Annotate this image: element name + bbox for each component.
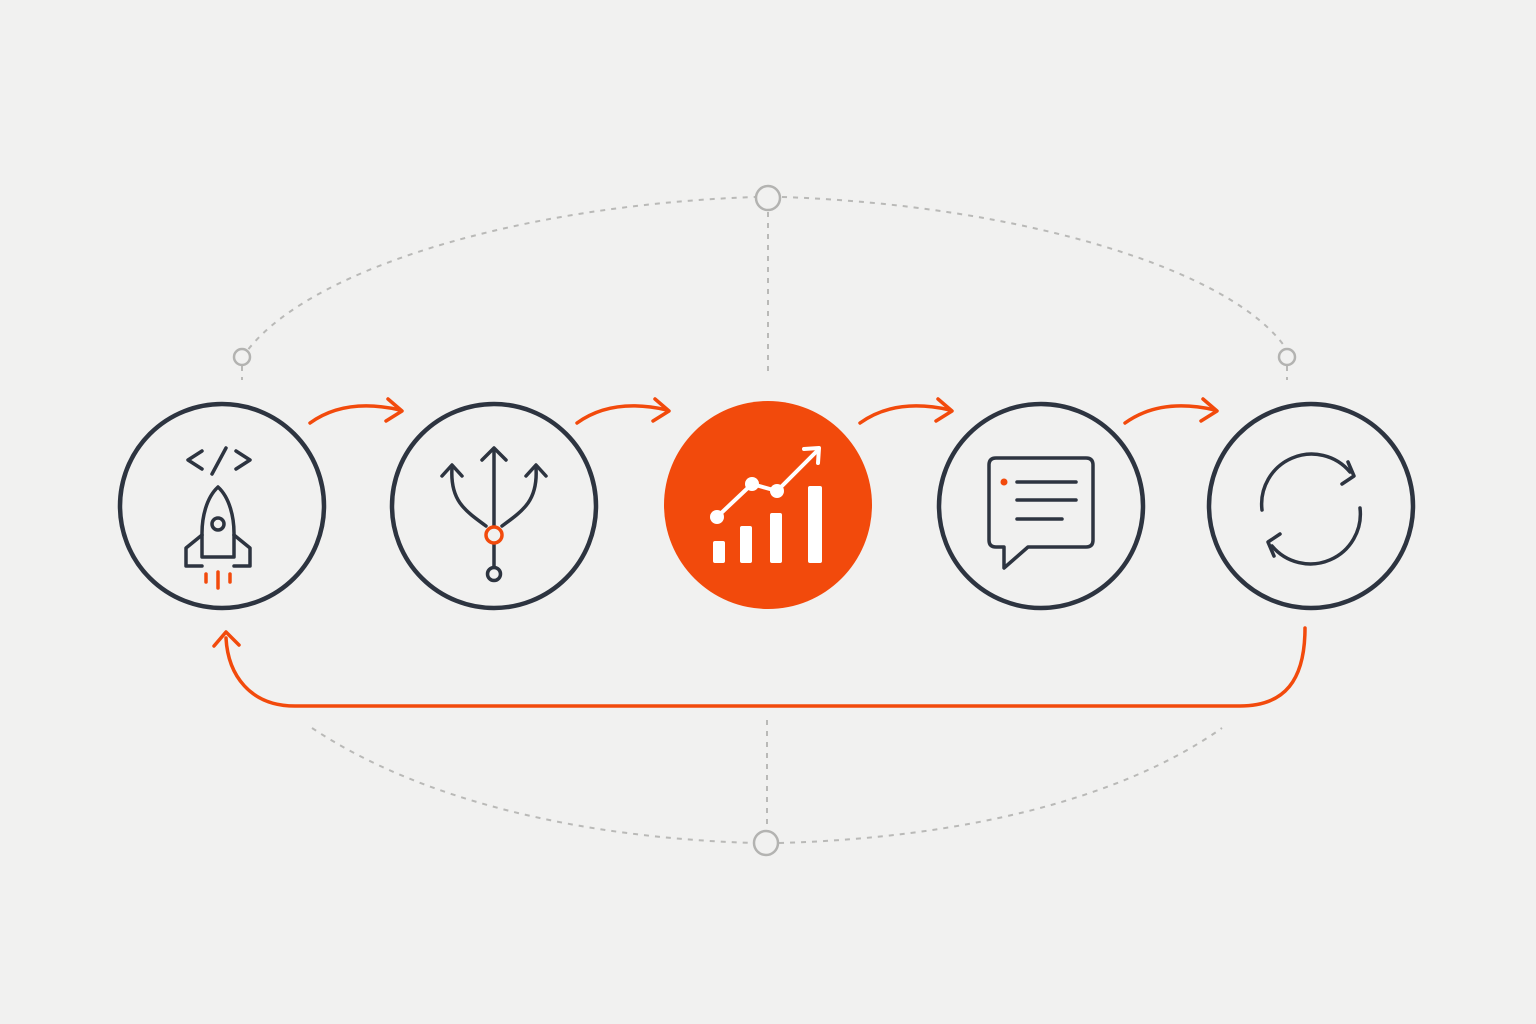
forward-arrow-icon: [575, 397, 671, 425]
guide-node-left: [232, 347, 252, 367]
loop-back-arrow-icon: [212, 626, 1307, 708]
step-measure[interactable]: [664, 401, 872, 609]
step-ring: [936, 401, 1146, 611]
forward-arrow-icon: [1123, 397, 1219, 425]
step-disc: [664, 401, 872, 609]
forward-arrow-icon: [858, 397, 954, 425]
guide-arc-top-right: [781, 196, 1288, 351]
guide-node-bottom: [752, 829, 780, 857]
branching-arrows-icon: [440, 446, 548, 583]
flow-arrows: [308, 397, 1219, 425]
guide-arc-bottom-right: [778, 727, 1223, 844]
step-ring: [117, 401, 327, 611]
chat-bubble-icon: [987, 456, 1095, 570]
guide-arc-top: [241, 196, 756, 359]
guide-node-right: [1277, 347, 1297, 367]
step-deploy[interactable]: [117, 401, 327, 611]
guide-ellipse: [232, 184, 1297, 857]
growth-chart-icon: [710, 446, 822, 563]
step-ring: [389, 401, 599, 611]
step-feedback[interactable]: [936, 401, 1146, 611]
guide-node-top: [754, 184, 782, 212]
step-ring: [1206, 401, 1416, 611]
step-iterate[interactable]: [1206, 401, 1416, 611]
refresh-cycle-icon: [1259, 452, 1363, 566]
guide-arc-bottom-left: [311, 727, 756, 844]
step-branch[interactable]: [389, 401, 599, 611]
code-rocket-icon: [184, 446, 252, 590]
forward-arrow-icon: [308, 397, 404, 425]
